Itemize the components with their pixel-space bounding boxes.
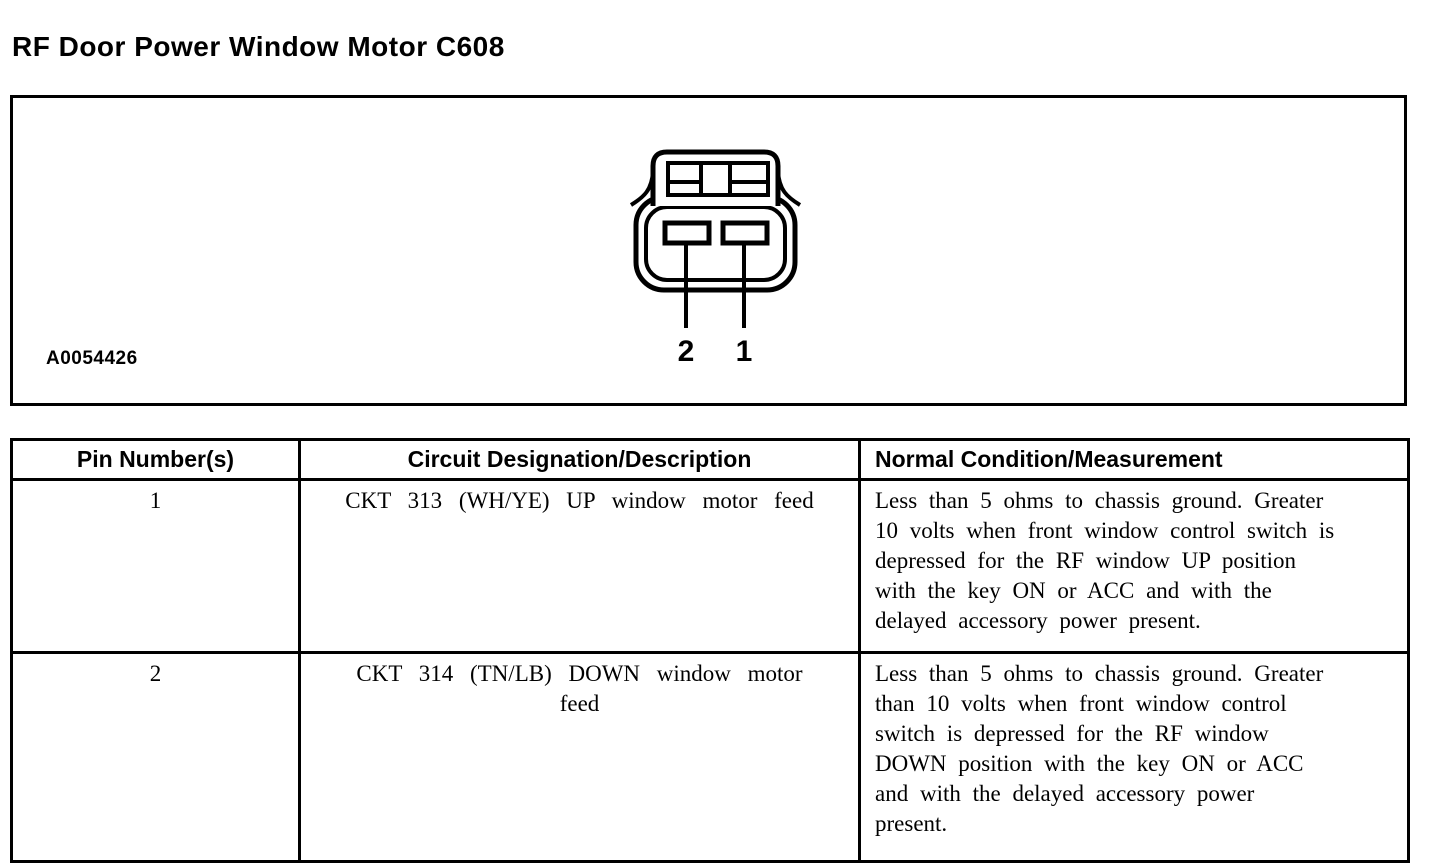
table-header-row: Pin Number(s) Circuit Designation/Descri… <box>10 438 1410 481</box>
header-circuit-designation: Circuit Designation/Description <box>298 438 861 481</box>
text-line: Less than 5 ohms to chassis ground. Grea… <box>875 488 1324 513</box>
table-row-pin-1: 1 CKT 313 (WH/YE) UP window motor feed L… <box>10 478 1410 654</box>
pin-cavity-1 <box>720 220 770 246</box>
text-line: present. <box>875 811 948 836</box>
normal-condition-cell: Less than 5 ohms to chassis ground. Grea… <box>858 651 1410 863</box>
header-pin-numbers: Pin Number(s) <box>10 438 301 481</box>
pin-number-cell: 1 <box>10 478 301 654</box>
pin-number-cell: 2 <box>10 651 301 863</box>
normal-condition-cell: Less than 5 ohms to chassis ground. Grea… <box>858 478 1410 654</box>
connector-diagram: 2 1 <box>629 149 802 368</box>
figure-id-label: A0054426 <box>46 348 138 369</box>
pin-2-label: 2 <box>678 335 695 368</box>
pin-1-label: 1 <box>736 335 753 368</box>
pin-connector-table: Pin Number(s) Circuit Designation/Descri… <box>10 438 1410 863</box>
pin-cavity-2 <box>662 220 712 246</box>
text-line: and with the delayed accessory power <box>875 781 1255 806</box>
text-line: DOWN position with the key ON or ACC <box>875 751 1304 776</box>
text-line: with the key ON or ACC and with the <box>875 578 1272 603</box>
text-line: switch is depressed for the RF window <box>875 721 1269 746</box>
text-line: CKT 314 (TN/LB) DOWN window motor <box>356 661 803 686</box>
text-line: 10 volts when front window control switc… <box>875 518 1335 543</box>
page-title: RF Door Power Window Motor C608 <box>12 31 505 62</box>
connector-body-outer <box>633 194 798 293</box>
text-line: delayed accessory power present. <box>875 608 1201 633</box>
circuit-description-cell: CKT 314 (TN/LB) DOWN window motor feed <box>298 651 861 863</box>
text-line: than 10 volts when front window control <box>875 691 1287 716</box>
text-line: feed <box>559 691 600 716</box>
circuit-description-cell: CKT 313 (WH/YE) UP window motor feed <box>298 478 861 654</box>
text-line: CKT 313 (WH/YE) UP window motor feed <box>345 488 814 513</box>
connector-figure-box: 2 1 A0054426 <box>10 95 1407 406</box>
text-line: Less than 5 ohms to chassis ground. Grea… <box>875 661 1324 686</box>
connector-body-inner <box>644 205 787 282</box>
connector-keyway-frame <box>666 161 770 197</box>
header-normal-condition: Normal Condition/Measurement <box>858 438 1410 481</box>
text-line: depressed for the RF window UP position <box>875 548 1297 573</box>
